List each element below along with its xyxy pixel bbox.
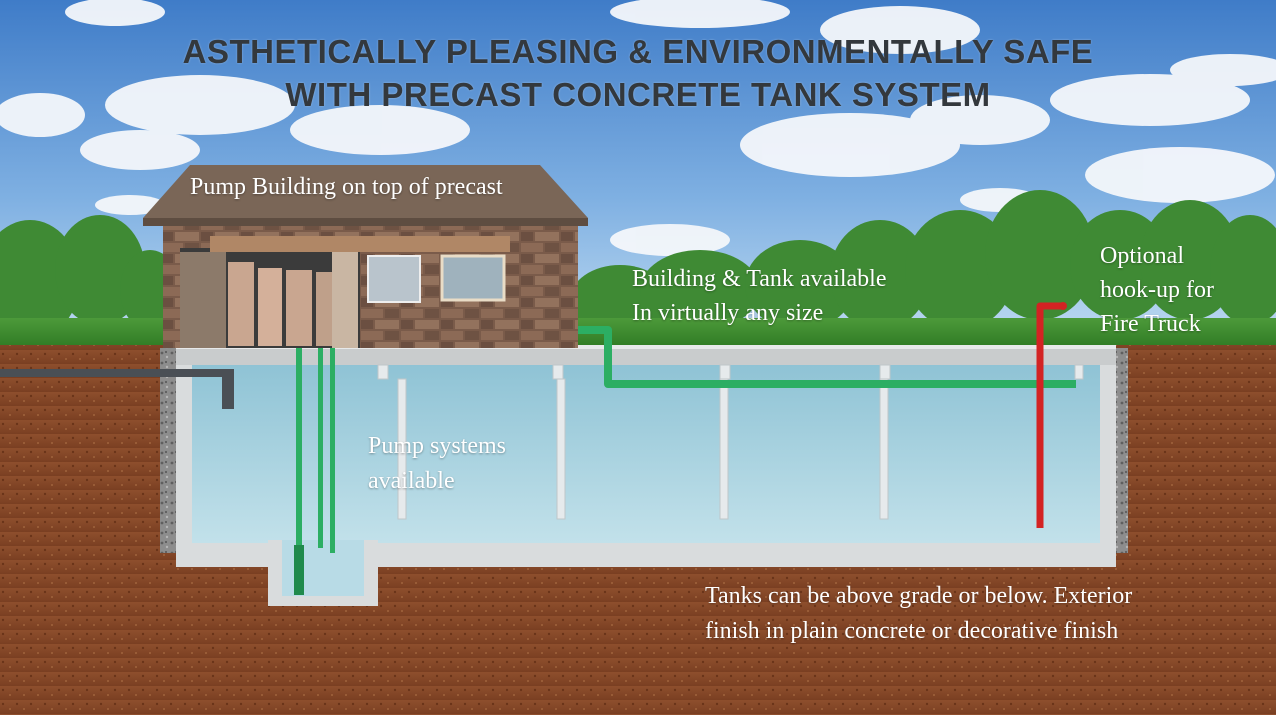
label-fire-line-3: Fire Truck: [1100, 311, 1201, 337]
inlet-pipe: [0, 369, 234, 409]
page-title-line-1: ASTHETICALLY PLEASING & ENVIRONMENTALLY …: [182, 33, 1094, 70]
fire-hookup-pipe: [1036, 302, 1062, 528]
label-fire-line-2: hook-up for: [1100, 277, 1214, 303]
fire-hookup-cap: [1059, 302, 1067, 310]
green-pipe: [560, 326, 1076, 388]
tree-line: [0, 190, 1276, 340]
label-fire-line-1: Optional: [1100, 243, 1184, 269]
label-building-tank-line-1: Building & Tank available: [632, 266, 887, 292]
label-pump-building: Pump Building on top of precast: [190, 174, 503, 200]
label-tanks-line-1: Tanks can be above grade or below. Exter…: [705, 583, 1133, 609]
support-columns: [377, 364, 1084, 520]
label-pump-systems-line-2: available: [368, 468, 455, 494]
label-tanks-line-2: finish in plain concrete or decorative f…: [705, 618, 1119, 644]
label-pump-systems-line-1: Pump systems: [368, 433, 507, 459]
page-title-line-2: WITH PRECAST CONCRETE TANK SYSTEM: [285, 76, 991, 113]
label-building-tank-line-2: In virtually any size: [632, 300, 824, 326]
clouds: [0, 0, 1276, 256]
pump-column: [294, 348, 335, 595]
pump-building: [143, 165, 588, 348]
